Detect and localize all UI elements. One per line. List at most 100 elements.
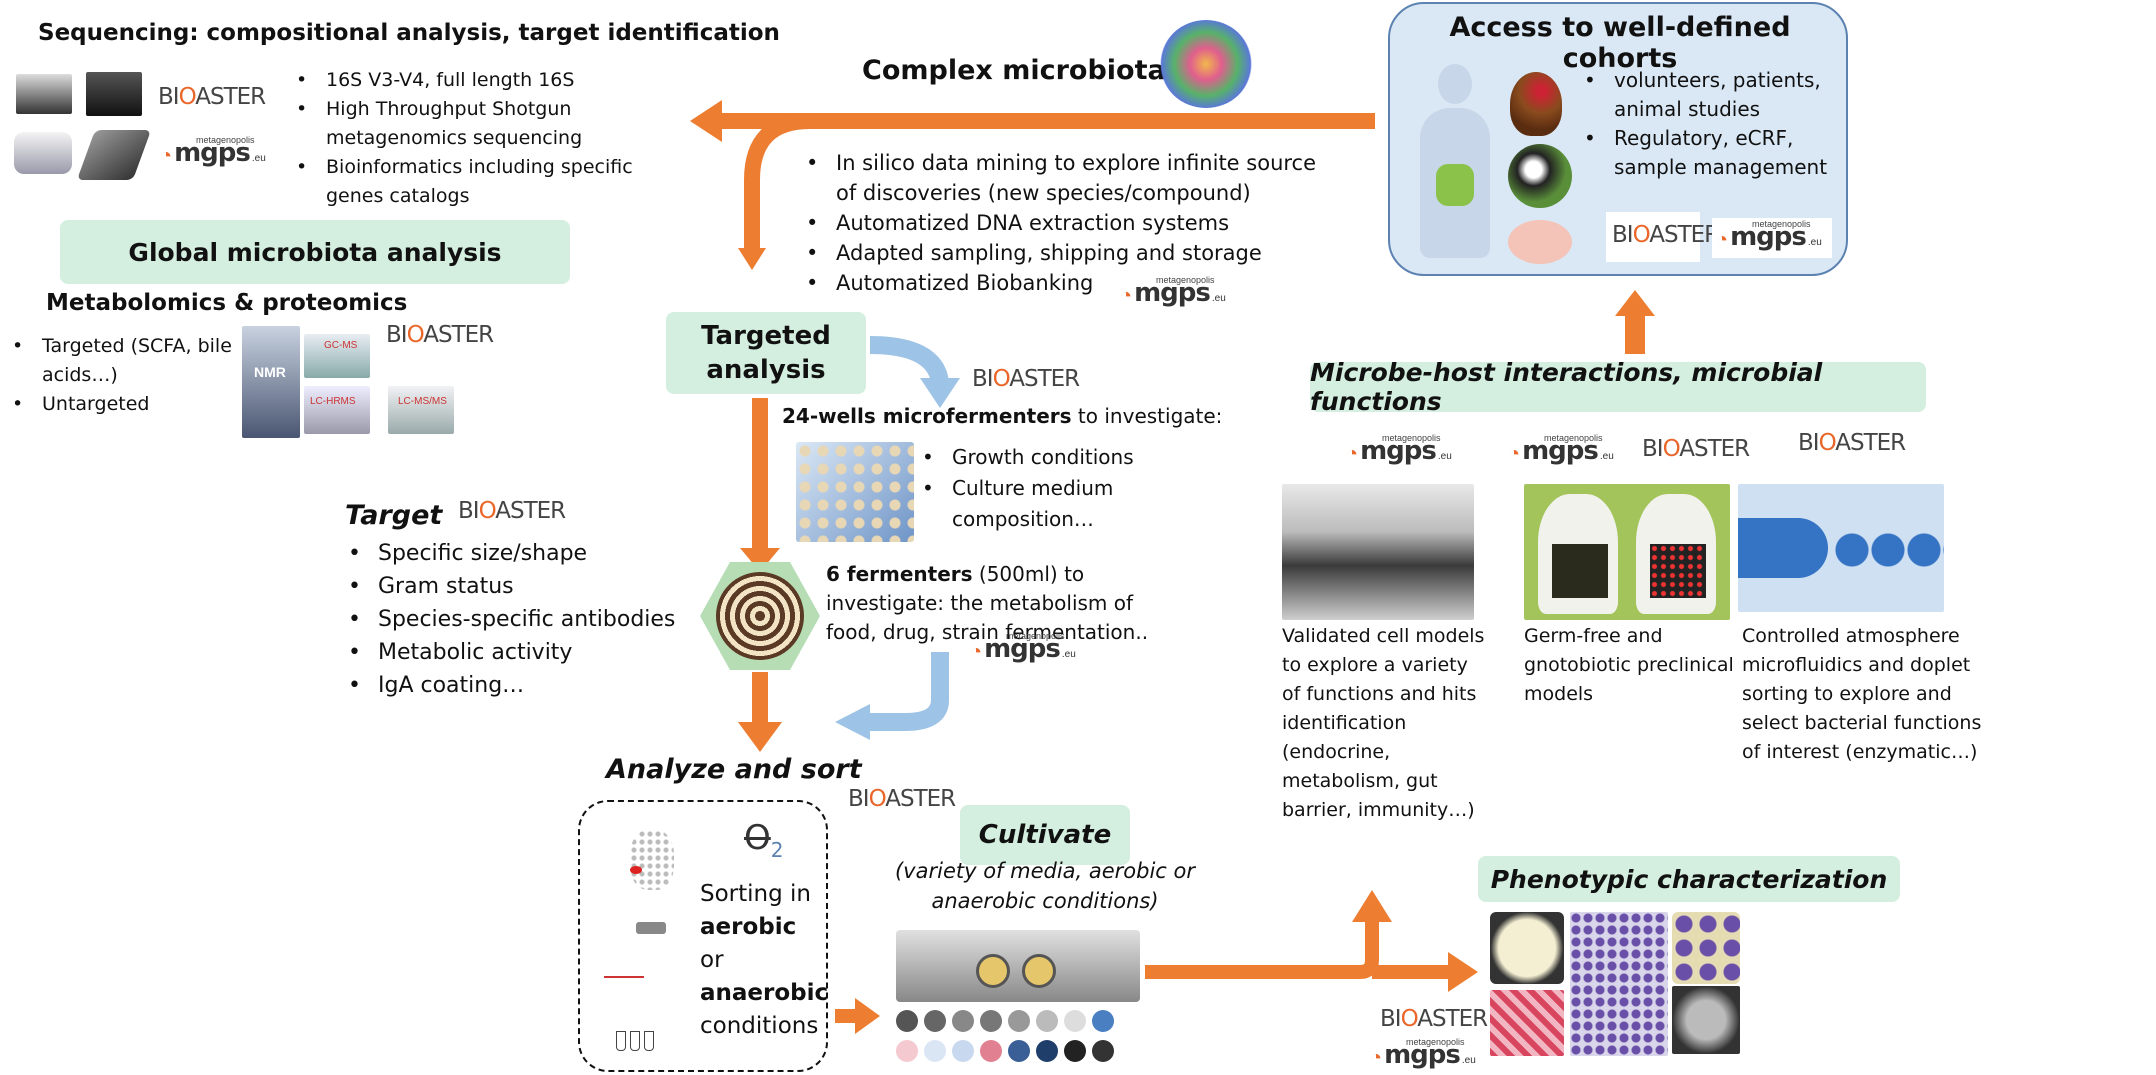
metabolomics-instruments: NMR GC-MS LC-HRMS LC-MS/MS (238, 326, 458, 441)
tube-3 (644, 1031, 654, 1051)
lchrms-instrument (304, 386, 370, 434)
media-plate (980, 1040, 1002, 1062)
blue-arrow-1 (869, 336, 949, 384)
bioaster-logo: BIOASTER (848, 786, 956, 812)
nozzle (636, 922, 666, 934)
grey-dish-image (1672, 986, 1740, 1054)
lcmsms-label: LC-MS/MS (398, 396, 447, 407)
germ-free-mice-image (1524, 484, 1730, 620)
metabolomics-bullets: Targeted (SCFA, bile acids…) Untargeted (8, 332, 248, 419)
media-swatches (896, 1010, 1146, 1074)
sequencing-bullet: 16S V3-V4, full length 16S (292, 66, 662, 95)
media-plate (896, 1010, 918, 1032)
vertical-arrow-1 (752, 398, 768, 553)
lcmsms-instrument (388, 386, 454, 434)
mgps-logo: ◔ metagenopolis mgps.eu (1370, 1037, 1476, 1070)
vertical-arrow-1-head (740, 548, 780, 572)
bioaster-logo: BIOASTER (158, 84, 266, 110)
sequencer-2 (86, 72, 142, 116)
media-plate (1064, 1040, 1086, 1062)
targeted-analysis-pill: Targeted analysis (666, 312, 866, 394)
germ-free-text: Germ-free and gnotobiotic preclinical mo… (1524, 625, 1734, 705)
anaerobic-chamber-image (896, 930, 1140, 1002)
microfermenters-bullets: Growth conditions Culture medium composi… (918, 442, 1158, 535)
global-analysis-pill: Global microbiota analysis (60, 220, 570, 284)
pig-image (1508, 220, 1572, 264)
well-plate-image (1570, 912, 1668, 1056)
mouse-2-gut (1650, 544, 1706, 598)
complex-bullet: In silico data mining to explore infinit… (802, 148, 1342, 208)
mgps-logo: ◔ metagenopolis mgps.eu (1346, 433, 1452, 466)
cultivate-to-pheno-up-head (1352, 890, 1392, 922)
sorter-box (578, 800, 828, 1072)
complex-bullets: In silico data mining to explore infinit… (802, 148, 1342, 298)
media-plate (980, 1010, 1002, 1032)
channel (1738, 518, 1828, 578)
media-plate (924, 1040, 946, 1062)
microfluidics-image (1738, 484, 1944, 612)
metabolomics-title: Metabolomics & proteomics (46, 290, 408, 316)
sort-to-cultivate-shaft (835, 1009, 857, 1023)
media-plate (1092, 1040, 1114, 1062)
cohorts-bullet: Regulatory, eCRF, sample management (1580, 124, 1850, 182)
tube-2 (630, 1031, 640, 1051)
media-plate (1036, 1040, 1058, 1062)
cultivate-to-pheno (1145, 920, 1379, 979)
media-plate (952, 1010, 974, 1032)
gcms-instrument (304, 334, 370, 378)
lchrms-label: LC-HRMS (310, 396, 356, 407)
branch-arrow (744, 113, 811, 250)
cultivate-subtitle: (variety of media, aerobic or anaerobic … (894, 859, 1196, 913)
target-title: Target (345, 500, 443, 531)
mgps-logo: ◔ metagenopolis mgps.eu (970, 631, 1076, 664)
cell-models-text: Validated cell models to explore a varie… (1282, 625, 1485, 821)
chicken-image (1510, 72, 1562, 136)
microfluidics-text: Controlled atmosphere microfluidics and … (1742, 625, 1982, 763)
o2-symbol: O2 (744, 818, 784, 862)
laser-line (604, 976, 644, 978)
glove-port-2 (1022, 954, 1056, 988)
mgps-logo: ◔ metagenopolis mgps.eu (1508, 433, 1614, 466)
sequencer-4 (76, 130, 152, 180)
cells-cluster (630, 830, 674, 890)
media-plate (952, 1040, 974, 1062)
microbiota-image (1160, 20, 1252, 108)
analyze-sort-title: Analyze and sort (606, 754, 862, 785)
blue-arrow-1-head (920, 378, 960, 408)
branch-arrow-head (738, 248, 766, 270)
microfermenters-bullet: Growth conditions (918, 442, 1158, 473)
up-arrow-head (1615, 290, 1655, 316)
sorter-schematic (604, 826, 682, 1056)
microfermenters-title: 24-wells microfermenters to investigate: (782, 404, 1223, 428)
swatch-row-1 (896, 1010, 1146, 1032)
sequencer-3 (14, 132, 72, 174)
mgps-logo: ◔ metagenopolis mgps.eu (1716, 219, 1822, 252)
microfermenters-bullet: Culture medium composition… (918, 473, 1158, 535)
bioaster-logo: BIOASTER (1798, 430, 1906, 456)
cultivate-to-pheno-right-head (1448, 952, 1478, 992)
cultivate-pill: Cultivate (960, 805, 1130, 865)
sequencing-title: Sequencing: compositional analysis, targ… (38, 20, 780, 46)
swatch-row-2 (896, 1040, 1146, 1062)
bioaster-logo: BIOASTER (1612, 222, 1720, 248)
cows-image (1508, 144, 1572, 208)
metabolomics-bullet: Untargeted (8, 390, 248, 419)
top-arrow-head (690, 100, 722, 142)
mgps-logo: ◔ metagenopolis mgps.eu (160, 135, 266, 168)
target-bullet: IgA coating… (344, 669, 704, 702)
sequencer-1 (16, 74, 72, 114)
red-cell (630, 866, 642, 874)
head (1438, 64, 1472, 104)
vertical-arrow-2 (752, 672, 768, 727)
cohorts-bullet: volunteers, patients, animal studies (1580, 66, 1850, 124)
sequencer-instruments (12, 72, 152, 192)
bioaster-logo: BIOASTER (972, 366, 1080, 392)
human-silhouette-icon (1412, 64, 1498, 260)
microfermenter-plate-image (796, 442, 914, 542)
blue-arrow-2-head (835, 704, 870, 740)
complex-bullet: Automatized Biobanking (802, 268, 1342, 298)
vertical-arrow-2-head (738, 722, 782, 752)
phenotypic-pill: Phenotypic characterization (1478, 856, 1900, 902)
complex-microbiota-title: Complex microbiota (862, 55, 1166, 86)
